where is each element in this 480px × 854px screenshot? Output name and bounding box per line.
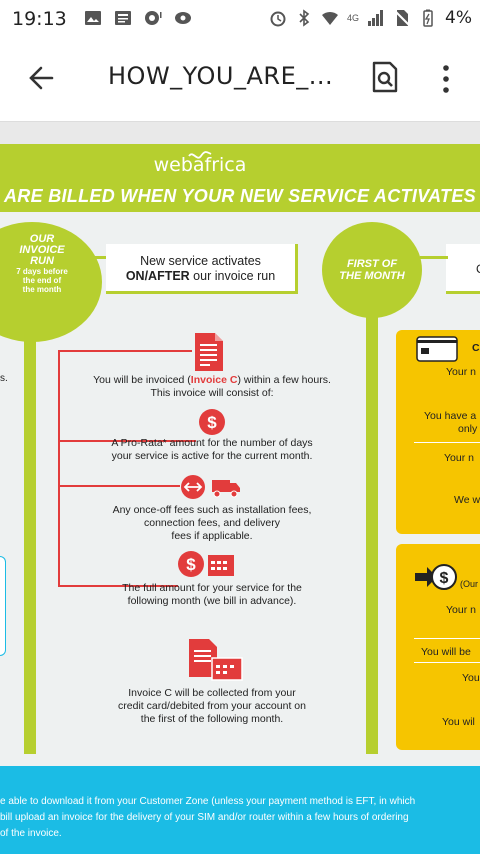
service-activates-notice: New service activates ON/AFTER our invoi… [106,244,298,294]
alarm-icon [270,11,286,27]
eye-icon [175,12,191,24]
arrow-dollar-icon: $ [415,564,457,590]
wifi-icon [322,11,338,25]
more-options-icon[interactable] [440,64,452,94]
red-branch-3 [58,485,180,487]
item-collection: Invoice C will be collected from your cr… [118,687,306,725]
left-edge-text: s. [0,373,8,384]
header-banner: webafrica ARE BILLED WHEN YOUR NEW SERVI… [0,144,480,212]
timeline-stem-left [24,294,36,754]
dollar-calendar-icon: $ [178,551,234,577]
yellow-card-c: C Your n You have a only Your n We w [396,330,480,534]
status-bar: 19:13 4G 4% [0,0,480,36]
chat-icon [145,11,162,25]
webafrica-logo: webafrica [153,154,247,176]
battery-level: 4% [445,8,472,28]
news-icon [115,11,131,25]
notification-icons [84,9,192,27]
first-of-month-circle: FIRST OF THE MONTH [322,222,422,318]
signal-icon [368,10,384,26]
item-invoice-c: You will be invoiced (Invoice C) within … [93,374,331,399]
invoice-calendar-icon [189,639,243,681]
connection-and-delivery-icons [181,475,240,499]
logo-swoosh-icon [188,151,212,159]
red-branch-1 [58,350,192,352]
invoice-document-icon [195,333,223,371]
timeline-stem-right [366,294,378,754]
battery-icon [423,9,433,27]
footer-note: e able to download it from your Customer… [0,766,480,854]
app-bar: HOW_YOU_ARE_... [0,36,480,122]
item-pro-rata: A Pro-Rata* amount for the number of day… [111,437,313,462]
item-once-off-fees: Any once-off fees such as installation f… [112,504,312,542]
svg-text:$: $ [440,570,449,587]
connector-line [90,256,108,259]
pdf-page[interactable]: webafrica ARE BILLED WHEN YOUR NEW SERVI… [0,144,480,854]
right-notice-fragment: C [446,244,480,294]
red-branch-2 [58,440,196,442]
red-bracket-line [58,350,60,586]
svg-text:$: $ [207,413,217,432]
headline: ARE BILLED WHEN YOUR NEW SERVICE ACTIVAT… [4,186,476,206]
bluetooth-icon [299,9,310,27]
back-arrow-icon[interactable] [26,62,58,94]
system-icons: 4G 4% [269,8,472,28]
yellow-card-d: $ D (Our Your n You will be You You wil [396,544,480,750]
document-title: HOW_YOU_ARE_... [108,62,334,90]
status-time: 19:13 [12,8,67,30]
no-sim-icon [394,10,410,26]
network-type: 4G [347,13,360,23]
connector-line-right [420,256,448,259]
find-in-document-icon[interactable] [370,60,400,94]
item-full-amount: The full amount for your service for the… [122,582,302,607]
gallery-icon [85,11,101,25]
svg-text:$: $ [186,555,196,574]
credit-card-icon [416,336,458,362]
cyan-card-fragment [0,556,6,656]
dollar-coin-icon: $ [199,409,225,435]
red-branch-4 [58,585,178,587]
